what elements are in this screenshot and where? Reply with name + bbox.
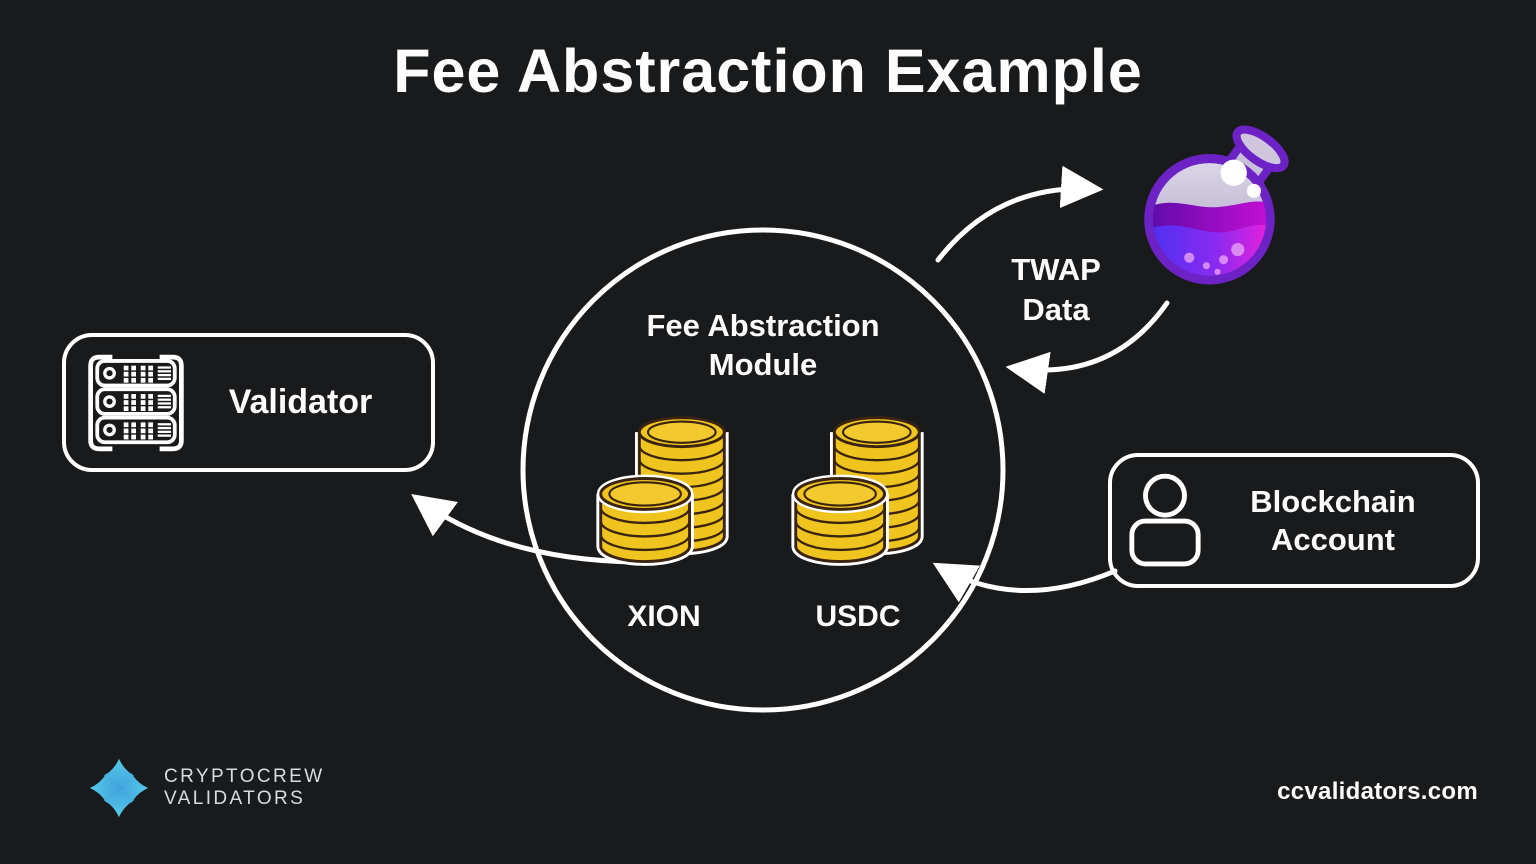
blockchain-account-node: Blockchain Account (1108, 453, 1480, 588)
blockchain-account-line2: Account (1271, 521, 1395, 557)
blockchain-account-line1: Blockchain (1250, 483, 1416, 519)
server-rack-icon (88, 354, 184, 451)
twap-label-line2: Data (1022, 292, 1090, 327)
arrow-module-to-oracle (935, 165, 1104, 263)
page-title: Fee Abstraction Example (393, 37, 1143, 105)
usdc-label: USDC (815, 600, 901, 633)
potion-flask-icon (1144, 125, 1289, 285)
xion-label: XION (627, 600, 701, 633)
twap-label-line1: TWAP (1011, 252, 1101, 287)
brand-name-line2: VALIDATORS (164, 788, 306, 809)
website-url: ccvalidators.com (1277, 778, 1478, 805)
xion-coin-stack-icon (596, 416, 729, 566)
blockchain-account-label: Blockchain Account (1204, 483, 1462, 559)
arrow-account-to-module (932, 562, 1118, 603)
usdc-coin-stack-icon (791, 416, 924, 566)
module-title: Fee Abstraction Module (523, 306, 1003, 384)
brand-name-line1: CRYPTOCREW (164, 766, 325, 787)
user-icon (1129, 473, 1201, 566)
validator-label: Validator (228, 383, 373, 421)
module-title-line1: Fee Abstraction (646, 308, 880, 343)
twap-data-label: TWAP Data (956, 250, 1156, 330)
cryptocrew-logo-icon (89, 758, 149, 818)
module-title-line2: Module (708, 347, 818, 382)
footer-brand: CRYPTOCREW VALIDATORS (88, 757, 325, 819)
validator-node: Validator (62, 333, 435, 472)
module-circle (520, 227, 1006, 713)
arrow-oracle-to-module (1005, 300, 1170, 394)
